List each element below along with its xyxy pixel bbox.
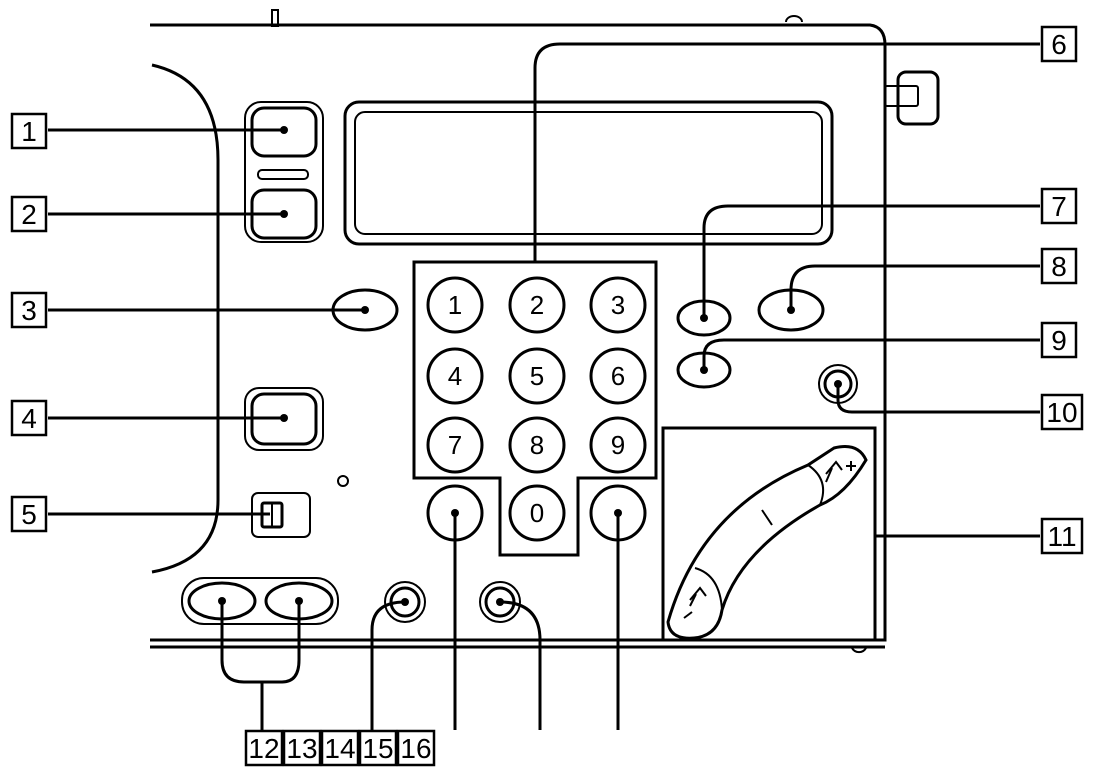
key-0[interactable] xyxy=(508,484,566,542)
display-screen xyxy=(354,111,823,235)
callout-2: 2 xyxy=(10,195,48,233)
svg-text:5: 5 xyxy=(21,499,37,530)
side-handle-latch xyxy=(884,85,919,107)
buttons-12-13-frame xyxy=(181,577,339,625)
key-4-label: 4 xyxy=(448,361,462,391)
svg-text:15: 15 xyxy=(362,733,393,764)
button-17-ring xyxy=(479,581,521,623)
indicator-led xyxy=(337,475,349,487)
keypad-outline xyxy=(412,260,658,557)
key-7[interactable] xyxy=(426,416,484,474)
key-6[interactable] xyxy=(589,347,647,405)
svg-text:10: 10 xyxy=(1046,397,1077,428)
svg-text:8: 8 xyxy=(1051,251,1067,282)
svg-text:11: 11 xyxy=(1047,521,1076,552)
button-15-ring xyxy=(384,581,426,623)
callout-13: 13 xyxy=(282,729,322,767)
key-1-label: 1 xyxy=(448,290,462,320)
callout-labels: 1 2 3 4 5 6 7 8 xyxy=(10,25,1084,767)
key-9[interactable] xyxy=(589,416,647,474)
power-button-group xyxy=(244,101,324,243)
power-group-frame xyxy=(244,101,324,243)
leader-lines xyxy=(48,42,1040,730)
antenna-stub xyxy=(271,9,279,27)
callout-7: 7 xyxy=(1040,187,1078,225)
callout-1: 1 xyxy=(10,112,48,150)
tuning-minus-divider xyxy=(694,567,723,611)
svg-text:7: 7 xyxy=(1051,191,1067,222)
callout-12: 12 xyxy=(244,729,284,767)
tuning-rocker-center-mark xyxy=(761,509,773,526)
keypad: 1 2 3 4 5 6 7 8 9 0 xyxy=(426,276,647,542)
callout-6: 6 xyxy=(1040,25,1078,63)
key-3[interactable] xyxy=(589,276,647,334)
callout-5: 5 xyxy=(10,495,48,533)
callout-9: 9 xyxy=(1040,321,1078,359)
callout-11: 11 xyxy=(1040,517,1084,555)
key-1[interactable] xyxy=(426,276,484,334)
key-7-label: 7 xyxy=(448,430,462,460)
tuning-rocker-body[interactable] xyxy=(666,445,868,640)
indicator-slot xyxy=(257,169,309,180)
svg-text:12: 12 xyxy=(248,733,279,764)
key-8-label: 8 xyxy=(530,430,544,460)
svg-text:16: 16 xyxy=(400,733,431,764)
key-3-label: 3 xyxy=(611,290,625,320)
callout-15: 15 xyxy=(358,729,398,767)
svg-text:14: 14 xyxy=(324,733,355,764)
callout-3: 3 xyxy=(10,291,48,329)
svg-text:6: 6 xyxy=(1051,29,1067,60)
tuning-panel xyxy=(661,426,877,642)
key-2-label: 2 xyxy=(530,290,544,320)
tuning-plus-divider xyxy=(807,464,824,506)
display xyxy=(343,100,834,246)
key-4[interactable] xyxy=(426,347,484,405)
svg-text:13: 13 xyxy=(286,733,317,764)
callout-16: 16 xyxy=(396,729,436,767)
callout-14: 14 xyxy=(320,729,360,767)
side-handle xyxy=(896,70,940,126)
display-frame xyxy=(343,100,834,246)
tune-up-icon xyxy=(825,460,856,483)
callout-10: 10 xyxy=(1040,393,1084,431)
bottom-clip xyxy=(851,647,867,654)
callout-8: 8 xyxy=(1040,247,1078,285)
key-5[interactable] xyxy=(508,347,566,405)
key-0-label: 0 xyxy=(530,498,544,528)
svg-text:4: 4 xyxy=(21,403,37,434)
key-5-label: 5 xyxy=(530,361,544,391)
tuning-rocker xyxy=(661,426,877,642)
top-clip xyxy=(785,15,803,23)
key-6-label: 6 xyxy=(611,361,625,391)
speaker-arc xyxy=(151,63,220,574)
callout-4: 4 xyxy=(10,399,48,437)
key-9-label: 9 xyxy=(611,430,625,460)
svg-text:1: 1 xyxy=(21,116,37,147)
svg-text:2: 2 xyxy=(21,199,37,230)
key-2[interactable] xyxy=(508,276,566,334)
svg-text:3: 3 xyxy=(21,295,37,326)
svg-text:9: 9 xyxy=(1051,325,1067,356)
tune-down-icon xyxy=(683,586,707,619)
key-8[interactable] xyxy=(508,416,566,474)
